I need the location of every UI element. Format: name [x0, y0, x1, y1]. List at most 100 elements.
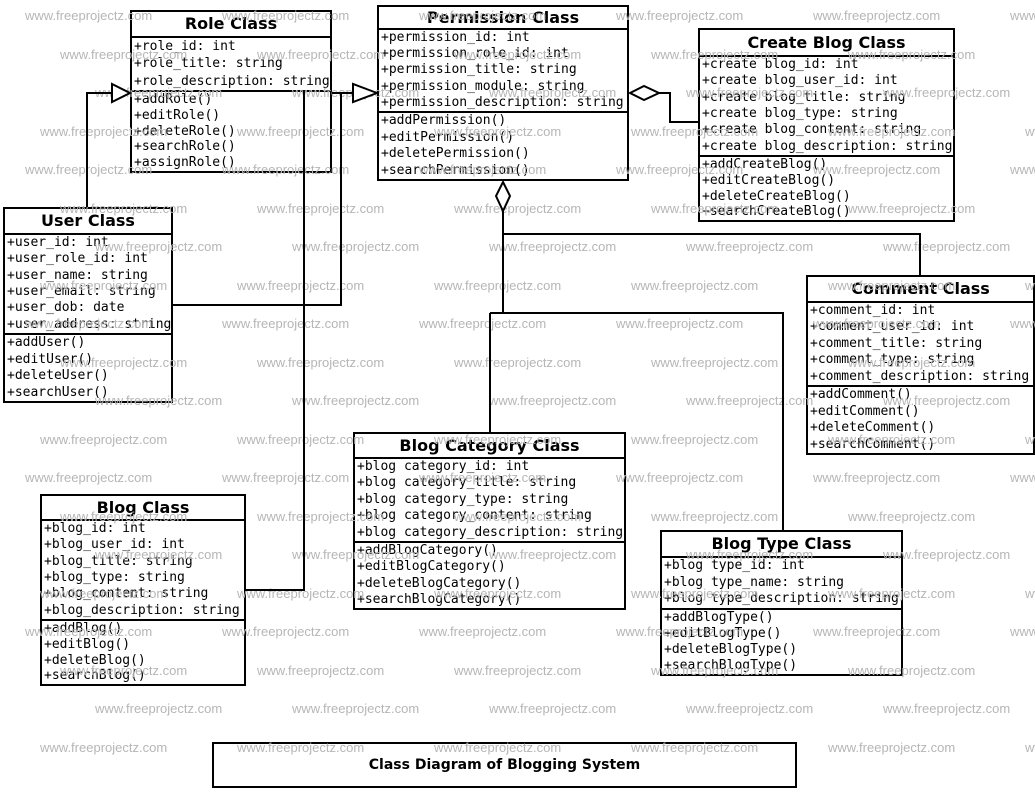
class-title-user: User Class — [5, 209, 171, 235]
watermark-text: www.freeprojectz.com — [1010, 470, 1035, 485]
method-row: +searchBlog() — [44, 668, 146, 684]
attribute-row: +permission_title: string — [381, 62, 577, 78]
watermark-text: www.freeprojectz.com — [631, 431, 759, 447]
watermark-text: www.freeprojectz.com — [454, 662, 582, 678]
watermark-text: www.freeprojectz.com — [651, 508, 779, 524]
method-row: +deleteBlogCategory() — [357, 575, 522, 591]
method-row: +deleteBlogType() — [664, 642, 798, 657]
watermark-text: www.freeprojectz.com — [616, 624, 744, 639]
connector-user-to-role — [86, 92, 112, 207]
watermark-text: www.freeprojectz.com — [813, 8, 941, 23]
attribute-row: +role_title: string — [134, 56, 283, 72]
watermark-text: www.freeprojectz.com — [95, 701, 223, 716]
class-box-blog: Blog Class+blog_id: int+blog_user_id: in… — [40, 494, 246, 686]
watermark-text: www.freeprojectz.com — [828, 585, 956, 601]
attribute-row: +blog_description: string — [44, 602, 240, 618]
watermark-text: www.freeprojectz.com — [1010, 8, 1035, 23]
attribute-row: +role_id: int — [134, 39, 236, 54]
watermark-text: www.freeprojectz.com — [616, 470, 744, 485]
method-row: +deleteBlog() — [44, 652, 146, 668]
watermark-text: www.freeprojectz.com — [95, 85, 223, 100]
watermark-text: www.freeprojectz.com — [257, 354, 385, 370]
watermark-text: www.freeprojectz.com — [883, 393, 1011, 408]
watermark-text: www.freeprojectz.com — [828, 739, 956, 755]
watermark-text: www.freeprojectz.com — [257, 46, 385, 62]
attribute-row: +blog_type: string — [44, 569, 185, 585]
watermark-text: www.freeprojectz.com — [631, 585, 759, 601]
watermark-text: www.freeprojectz.com — [651, 46, 779, 62]
watermark-text: www.freeprojectz.com — [489, 239, 617, 254]
aggregation-diamond-create-blog-icon — [627, 84, 662, 102]
watermark-text: www.freeprojectz.com — [237, 123, 365, 139]
watermark-text: www.freeprojectz.com — [25, 624, 153, 639]
class-box-blog-type: Blog Type Class+blog type_id: int +blog t… — [660, 530, 903, 676]
watermark-text: www.freeprojectz.com — [454, 200, 582, 216]
watermark-text: www.freeprojectz.com — [489, 547, 617, 562]
attribute-row: +blog type_id: int — [664, 558, 805, 573]
watermark-text: www.freeprojectz.com — [1010, 624, 1035, 639]
watermark-text: www.freeprojectz.com — [454, 46, 582, 62]
watermark-text: www.freeprojectz.com — [686, 701, 814, 716]
attribute-row: +permission_id: int — [381, 30, 530, 45]
watermark-text: www.freeprojectz.com — [616, 162, 744, 177]
watermark-text: www.freeprojectz.com — [848, 354, 976, 370]
attribute-row: +comment_description: string — [810, 368, 1030, 384]
watermark-text: www.freeprojectz.com — [222, 162, 350, 177]
watermark-text: www.freeprojectz.com — [1010, 316, 1035, 331]
watermark-text: www.freeprojectz.com — [292, 239, 420, 254]
attribute-row: +user_email: string — [7, 283, 156, 299]
watermark-text: www.freeprojectz.com — [631, 739, 759, 755]
diagram-caption-box: Class Diagram of Blogging System — [212, 742, 797, 788]
watermark-text: www.freeprojectz.com — [292, 393, 420, 408]
watermark-text: www.freeprojectz.com — [651, 200, 779, 216]
class-title-blog-type: Blog Type Class — [662, 532, 901, 558]
watermark-text: www.freeprojectz.com — [848, 508, 976, 524]
method-row: +editBlogType() — [664, 626, 782, 641]
watermark-text: www.freeprojectz.com — [60, 46, 188, 62]
class-attributes-user: +user_id: int+user_role_id: int+user_nam… — [5, 235, 171, 335]
watermark-text: www.freeprojectz.com — [1025, 431, 1035, 447]
watermark-text: www.freeprojectz.com — [454, 354, 582, 370]
watermark-text: www.freeprojectz.com — [25, 316, 153, 331]
diagram-caption: Class Diagram of Blogging System — [368, 757, 641, 773]
watermark-text: www.freeprojectz.com — [40, 123, 168, 139]
class-attributes-role: +role_id: int+role_title: string+role_de… — [132, 38, 330, 92]
watermark-text: www.freeprojectz.com — [419, 624, 547, 639]
attribute-row: +permission_module: string — [381, 78, 585, 94]
watermark-text: www.freeprojectz.com — [686, 547, 814, 562]
watermark-text: www.freeprojectz.com — [292, 547, 420, 562]
watermark-text: www.freeprojectz.com — [60, 662, 188, 678]
watermark-text: www.freeprojectz.com — [257, 662, 385, 678]
watermark-text: www.freeprojectz.com — [237, 739, 365, 755]
method-row: +editUser() — [7, 351, 94, 367]
method-row: +addBlogCategory() — [357, 543, 498, 558]
attribute-row: +user_address: string — [7, 316, 171, 332]
watermark-text: www.freeprojectz.com — [1025, 123, 1035, 139]
method-row: +addUser() — [7, 335, 86, 350]
watermark-text: www.freeprojectz.com — [40, 431, 168, 447]
method-row: +addComment() — [810, 387, 912, 402]
method-row: +searchPermission() — [381, 162, 530, 178]
method-row: +searchBlogType() — [664, 658, 798, 673]
attribute-row: +blog category_type: string — [357, 491, 569, 507]
watermark-text: www.freeprojectz.com — [237, 585, 365, 601]
watermark-text: www.freeprojectz.com — [222, 8, 350, 23]
class-methods-blog-type: +addBlogType()+editBlogType()+deleteBlog… — [662, 610, 901, 674]
watermark-text: www.freeprojectz.com — [1025, 585, 1035, 601]
class-methods-comment: +addComment()+editComment()+deleteCommen… — [808, 387, 1033, 453]
class-box-user: User Class+user_id: int+user_role_id: in… — [3, 207, 173, 403]
watermark-text: www.freeprojectz.com — [489, 85, 617, 100]
watermark-text: www.freeprojectz.com — [419, 162, 547, 177]
watermark-text: www.freeprojectz.com — [95, 547, 223, 562]
method-row: +editBlogCategory() — [357, 559, 506, 575]
watermark-text: www.freeprojectz.com — [257, 200, 385, 216]
attribute-row: +blog type_description: string — [664, 591, 899, 607]
class-title-blog: Blog Class — [42, 496, 244, 521]
watermark-text: www.freeprojectz.com — [60, 200, 188, 216]
watermark-text: www.freeprojectz.com — [883, 701, 1011, 716]
watermark-text: www.freeprojectz.com — [25, 162, 153, 177]
watermark-text: www.freeprojectz.com — [60, 354, 188, 370]
watermark-text: www.freeprojectz.com — [651, 354, 779, 370]
method-row: +searchComment() — [810, 436, 936, 452]
class-methods-user: +addUser()+editUser()+deleteUser()+searc… — [5, 335, 171, 401]
